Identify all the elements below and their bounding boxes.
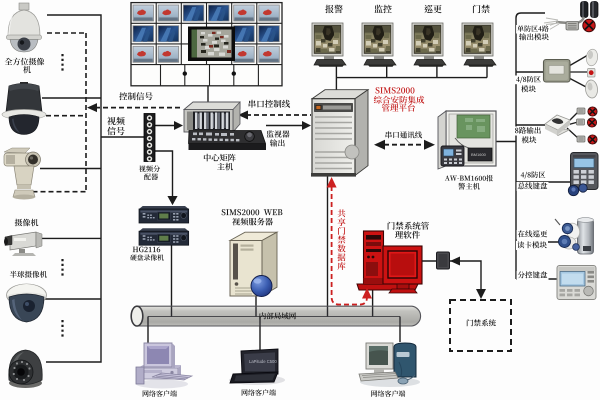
- svg-text:BM1600: BM1600: [471, 152, 487, 157]
- svg-text:LaPitude C500: LaPitude C500: [249, 359, 277, 364]
